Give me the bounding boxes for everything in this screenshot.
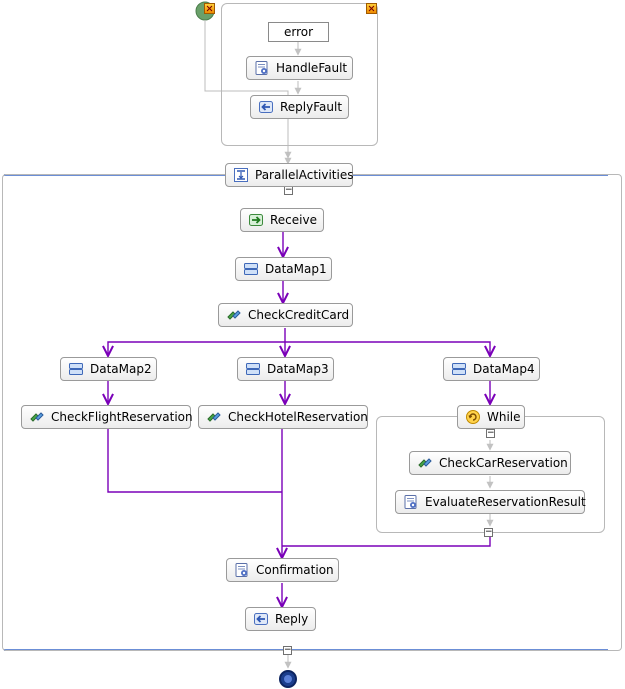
datamap-icon: [452, 363, 466, 375]
parallel-activities-label: ParallelActivities: [255, 168, 354, 182]
fault-handler-close-icon[interactable]: [366, 3, 377, 14]
assign-icon: [255, 61, 268, 75]
invoke-icon: [30, 412, 44, 422]
flow-icon: [234, 168, 248, 182]
check-flight-label: CheckFlightReservation: [51, 410, 193, 424]
error-node[interactable]: error: [268, 22, 329, 42]
datamap-icon: [69, 363, 83, 375]
evaluate-reservation-result-node[interactable]: EvaluateReservationResult: [395, 490, 586, 514]
reply-fault-label: ReplyFault: [280, 100, 343, 114]
check-hotel-label: CheckHotelReservation: [228, 410, 368, 424]
datamap3-label: DataMap3: [267, 362, 329, 376]
parallel-activities-node[interactable]: ParallelActivities: [225, 163, 353, 187]
check-credit-card-node[interactable]: CheckCreditCard: [218, 303, 353, 327]
check-flight-reservation-node[interactable]: CheckFlightReservation: [21, 405, 193, 429]
fault-handler-box: [221, 3, 378, 146]
end-node-inner: [284, 675, 292, 683]
invoke-icon: [207, 412, 221, 422]
parallel-collapse-toggle[interactable]: −: [284, 185, 293, 195]
check-hotel-reservation-node[interactable]: CheckHotelReservation: [198, 405, 368, 429]
while-bottom-collapse-toggle[interactable]: −: [484, 527, 493, 537]
datamap1-label: DataMap1: [265, 262, 327, 276]
assign-icon: [235, 563, 248, 577]
datamap4-label: DataMap4: [473, 362, 535, 376]
datamap1-node[interactable]: DataMap1: [235, 257, 332, 281]
invoke-icon: [418, 458, 432, 468]
reply-icon: [254, 613, 268, 625]
datamap4-node[interactable]: DataMap4: [443, 357, 540, 381]
reply-icon: [259, 101, 273, 113]
handle-fault-label: HandleFault: [276, 61, 348, 75]
start-close-icon[interactable]: [204, 3, 215, 14]
check-credit-card-label: CheckCreditCard: [248, 308, 350, 322]
reply-node[interactable]: Reply: [245, 607, 316, 631]
datamap2-node[interactable]: DataMap2: [60, 357, 157, 381]
loop-icon: [466, 410, 480, 424]
evaluate-label: EvaluateReservationResult: [425, 495, 586, 509]
fault-connectors: [204, 20, 302, 165]
while-collapse-toggle[interactable]: −: [486, 428, 495, 438]
receive-label: Receive: [270, 213, 317, 227]
datamap-icon: [244, 263, 258, 275]
assign-icon: [404, 495, 417, 509]
receive-icon: [249, 214, 263, 226]
while-label: While: [487, 410, 521, 424]
links: [108, 232, 490, 607]
confirmation-node[interactable]: Confirmation: [226, 558, 339, 582]
check-car-reservation-node[interactable]: CheckCarReservation: [409, 451, 571, 475]
error-label: error: [283, 25, 314, 39]
confirmation-label: Confirmation: [256, 563, 334, 577]
datamap2-label: DataMap2: [90, 362, 152, 376]
parallel-bottom-collapse-toggle[interactable]: −: [283, 645, 292, 655]
invoke-icon: [227, 310, 241, 320]
check-car-label: CheckCarReservation: [439, 456, 568, 470]
handle-fault-node[interactable]: HandleFault: [246, 56, 353, 80]
reply-fault-node[interactable]: ReplyFault: [250, 95, 349, 119]
datamap-icon: [246, 363, 260, 375]
receive-node[interactable]: Receive: [240, 208, 324, 232]
datamap3-node[interactable]: DataMap3: [237, 357, 334, 381]
while-node[interactable]: While: [457, 405, 525, 429]
reply-label: Reply: [275, 612, 309, 626]
